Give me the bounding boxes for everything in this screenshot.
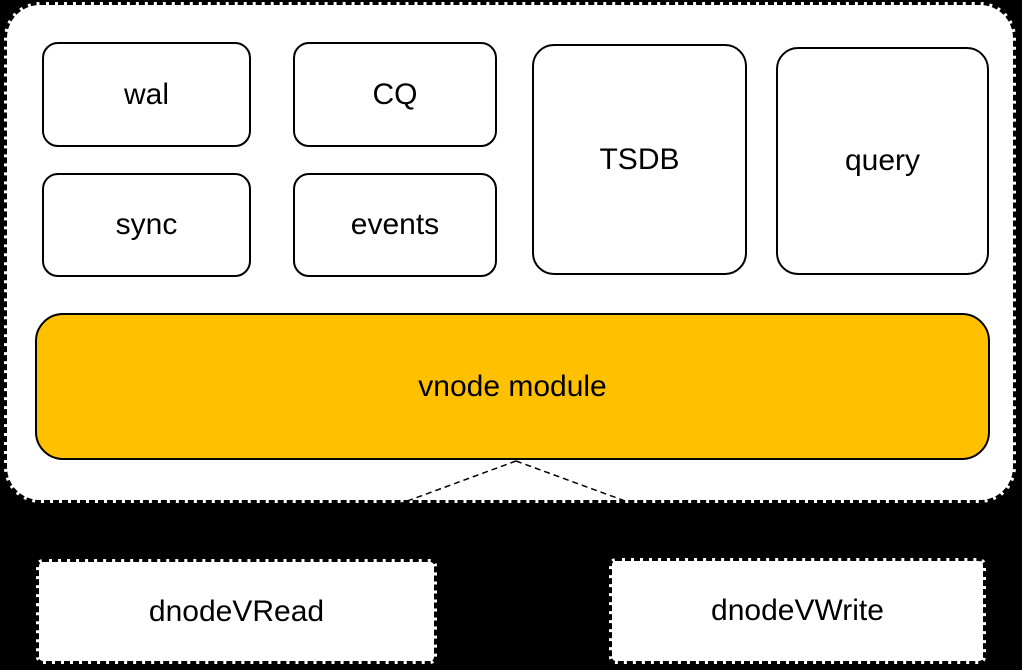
module-box-wal: wal	[42, 42, 251, 147]
module-label-cq: CQ	[372, 77, 418, 111]
module-label-events: events	[350, 208, 440, 241]
module-box-query: query	[776, 47, 989, 275]
dnode-vread-label: dnodeVRead	[148, 594, 325, 628]
module-box-cq: CQ	[293, 42, 497, 147]
dnode-vread-box: dnodeVRead	[36, 559, 437, 664]
module-label-sync: sync	[115, 208, 178, 241]
module-box-events: events	[293, 173, 497, 277]
vnode-module-box: vnode module	[35, 313, 990, 460]
dnode-vwrite-box: dnodeVWrite	[609, 558, 986, 664]
module-box-sync: sync	[42, 173, 251, 277]
module-label-query: query	[844, 144, 921, 177]
module-label-wal: wal	[123, 77, 169, 111]
module-box-tsdb: TSDB	[532, 44, 747, 275]
module-label-tsdb: TSDB	[599, 142, 680, 176]
vnode-module-label: vnode module	[418, 369, 607, 403]
dnode-vwrite-label: dnodeVWrite	[711, 594, 884, 627]
vnode-group-container: wal CQ sync events TSDB query vnode modu…	[4, 2, 1016, 503]
